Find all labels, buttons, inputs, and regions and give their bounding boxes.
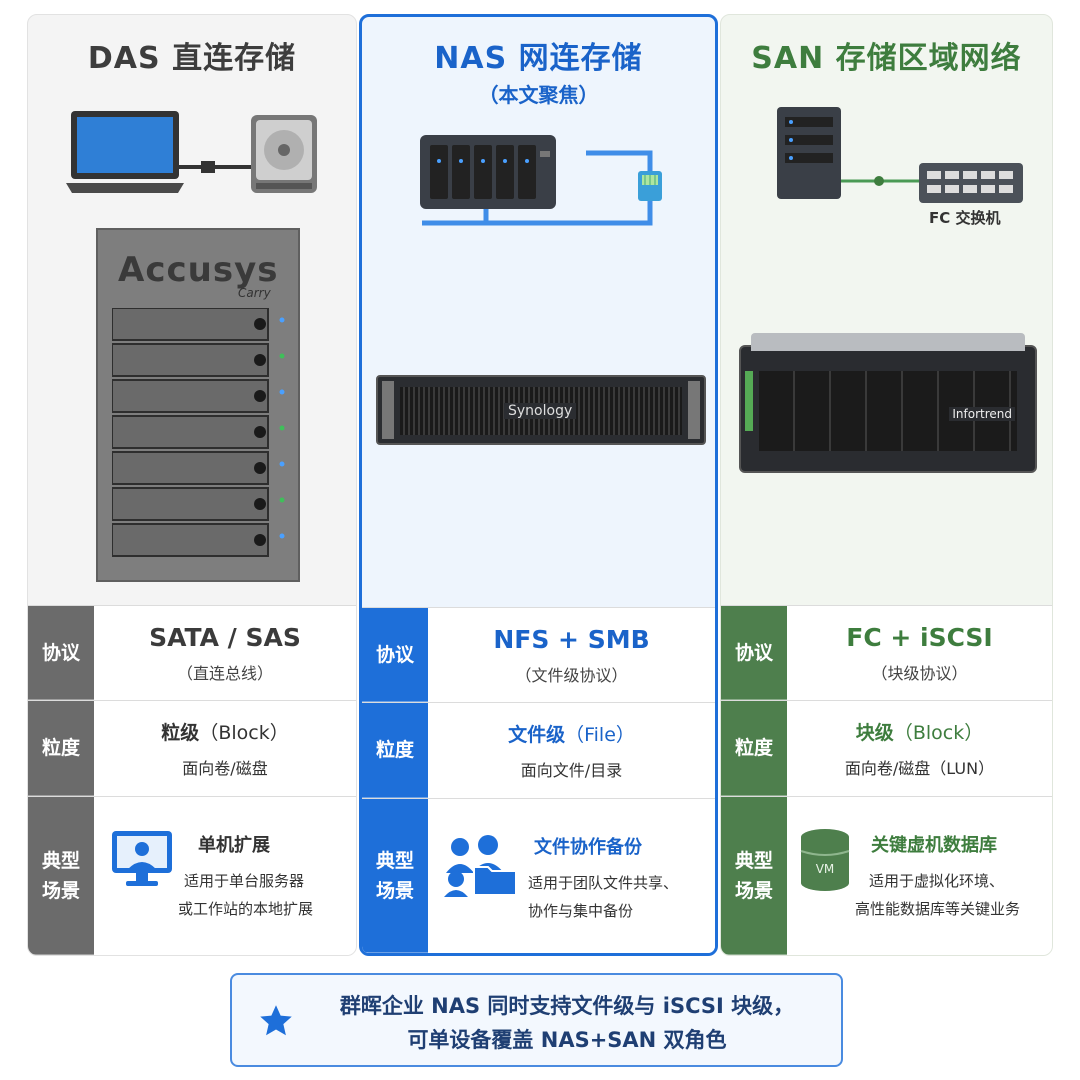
das-topology-diagram <box>66 111 317 193</box>
drive-bay-led <box>279 353 285 359</box>
note-line-1: 群晖企业 NAS 同时支持文件级与 iSCSI 块级， <box>339 994 795 1018</box>
nas-scene-desc-2: 协作与集中备份 <box>528 902 634 920</box>
san-granularity-target: 面向卷/磁盘（LUN） <box>844 759 995 778</box>
scenario-label: 典型场景 <box>721 797 787 955</box>
drive-bay-knob <box>254 534 266 546</box>
drive-bay-knob <box>254 498 266 510</box>
scenario-label: 典型场景 <box>362 799 428 953</box>
nas-subtitle: （本文聚焦） <box>478 83 599 107</box>
nas-scene-title: 文件协作备份 <box>534 837 642 858</box>
nas-device-icon <box>420 135 556 209</box>
nas-scene-desc-1: 适用于团队文件共享、 <box>528 874 679 892</box>
drive-bay <box>112 308 269 341</box>
san-scene-desc-1: 适用于虚拟化环境、 <box>869 872 1005 890</box>
das-granularity-row: 粒度 粒级（Block） 面向卷/磁盘 <box>28 700 356 796</box>
das-protocol-note: （直连总线） <box>176 663 273 683</box>
database-vm-icon: VM <box>800 829 850 891</box>
protocol-label: 协议 <box>28 606 94 700</box>
granularity-label: 粒度 <box>28 701 94 796</box>
das-scene-desc-2: 或工作站的本地扩展 <box>178 900 314 918</box>
server-icon <box>777 107 841 199</box>
nas-title: NAS 网连存储 <box>434 41 643 76</box>
nas-protocol-value: NFS + SMB <box>493 624 650 654</box>
das-protocol-value: SATA / SAS <box>149 622 301 652</box>
das-protocol-row: 协议 SATA / SAS （直连总线） <box>28 605 356 700</box>
das-granularity-value: 粒级 <box>161 722 200 744</box>
note-line-2: 可单设备覆盖 NAS+SAN 双角色 <box>407 1028 727 1052</box>
nas-protocol-note: （文件级协议） <box>515 665 628 685</box>
disk-enclosure-icon <box>251 115 317 193</box>
san-rows: 协议 FC + iSCSI （块级协议） 粒度 块级（Block） 面向卷/磁盘… <box>721 605 1052 955</box>
san-scene-title: 关键虚机数据库 <box>871 835 997 856</box>
drive-bay-led <box>279 389 285 395</box>
san-scene-desc-2: 高性能数据库等关键业务 <box>855 900 1021 918</box>
nas-granularity-value: 文件级 <box>508 724 566 746</box>
drive-bay <box>112 343 269 377</box>
drive-bay-knob <box>254 354 266 366</box>
synology-rack-unit: Synology <box>376 375 706 445</box>
das-granularity-target: 面向卷/磁盘 <box>182 759 268 778</box>
drive-bay-led <box>279 497 285 503</box>
drive-bay-knob <box>254 390 266 402</box>
drive-bay-led <box>279 317 285 323</box>
nas-topology-diagram <box>420 135 662 226</box>
nas-protocol-row: 协议 NFS + SMB （文件级协议） <box>362 607 715 702</box>
star-icon <box>260 1005 292 1036</box>
laptop-icon <box>66 111 184 193</box>
san-title: SAN 存储区域网络 <box>751 41 1022 76</box>
das-scenario-row: 典型场景 单机扩展 适用于单台服务器 或工作站的本地扩展 <box>28 796 356 955</box>
san-protocol-value: FC + iSCSI <box>846 622 993 652</box>
nas-scenario-row: 典型场景 文件协作备份 适用于团队文件共享、 协作与集中备份 <box>362 798 715 953</box>
accusys-logo: Accusys <box>118 250 279 290</box>
das-granularity-paren: （Block） <box>199 722 289 744</box>
drive-bay-knob <box>254 318 266 330</box>
drive-bay <box>112 451 269 485</box>
fc-switch-label: FC 交换机 <box>929 209 1001 227</box>
drive-bay-led <box>279 425 285 431</box>
protocol-label: 协议 <box>362 608 428 702</box>
granularity-label: 粒度 <box>362 703 428 798</box>
drive-bay-knob <box>254 426 266 438</box>
accusys-script-logo: Carry <box>238 286 271 300</box>
san-column: SAN 存储区域网络 FC 交换机 <box>720 14 1053 956</box>
drive-bay <box>112 379 269 413</box>
drive-bay-led <box>279 533 285 539</box>
san-granularity-row: 粒度 块级（Block） 面向卷/磁盘（LUN） <box>721 700 1052 796</box>
nas-granularity-paren: （File） <box>565 724 635 746</box>
nas-rows: 协议 NFS + SMB （文件级协议） 粒度 文件级（File） 面向文件/目… <box>362 607 715 953</box>
das-rows: 协议 SATA / SAS （直连总线） 粒度 粒级（Block） 面向卷/磁盘… <box>28 605 356 955</box>
infortrend-storage-unit: Infortrend <box>739 333 1037 473</box>
monitor-user-icon <box>112 831 172 886</box>
nas-column: NAS 网连存储 （本文聚焦） Synology <box>359 14 718 956</box>
drive-bay-led <box>279 461 285 467</box>
protocol-label: 协议 <box>721 606 787 700</box>
network-cable-icon <box>638 171 662 201</box>
fc-switch-icon <box>919 163 1023 203</box>
san-granularity-paren: （Block） <box>893 722 984 744</box>
drive-bays <box>112 308 285 557</box>
das-scene-desc-1: 适用于单台服务器 <box>184 872 305 890</box>
synology-logo: Synology <box>504 403 577 419</box>
drive-bay <box>112 487 269 521</box>
san-granularity-value: 块级 <box>855 722 894 744</box>
san-protocol-row: 协议 FC + iSCSI （块级协议） <box>721 605 1052 700</box>
granularity-label: 粒度 <box>721 701 787 796</box>
team-folder-icon <box>444 835 517 897</box>
das-title: DAS 直连存储 <box>87 41 297 76</box>
san-scenario-row: 典型场景 VM 关键虚机数据库 适用于虚拟化环境、 高性能数据库等关键业务 <box>721 796 1052 955</box>
drive-bay <box>112 415 269 449</box>
infortrend-logo: Infortrend <box>949 407 1015 421</box>
accusys-enclosure: Accusys Carry <box>96 228 300 582</box>
nas-granularity-row: 粒度 文件级（File） 面向文件/目录 <box>362 702 715 798</box>
svg-text:VM: VM <box>816 862 835 876</box>
san-protocol-note: （块级协议） <box>871 663 968 683</box>
drive-bay <box>112 523 269 557</box>
san-topology-diagram <box>777 107 1023 203</box>
das-column: DAS 直连存储 Accusys Carry 协议 SATA / SAS <box>27 14 357 956</box>
summary-note: 群晖企业 NAS 同时支持文件级与 iSCSI 块级， 可单设备覆盖 NAS+S… <box>230 973 843 1067</box>
das-scene-title: 单机扩展 <box>198 835 270 856</box>
scenario-label: 典型场景 <box>28 797 94 955</box>
nas-granularity-target: 面向文件/目录 <box>520 761 623 780</box>
drive-bay-knob <box>254 462 266 474</box>
